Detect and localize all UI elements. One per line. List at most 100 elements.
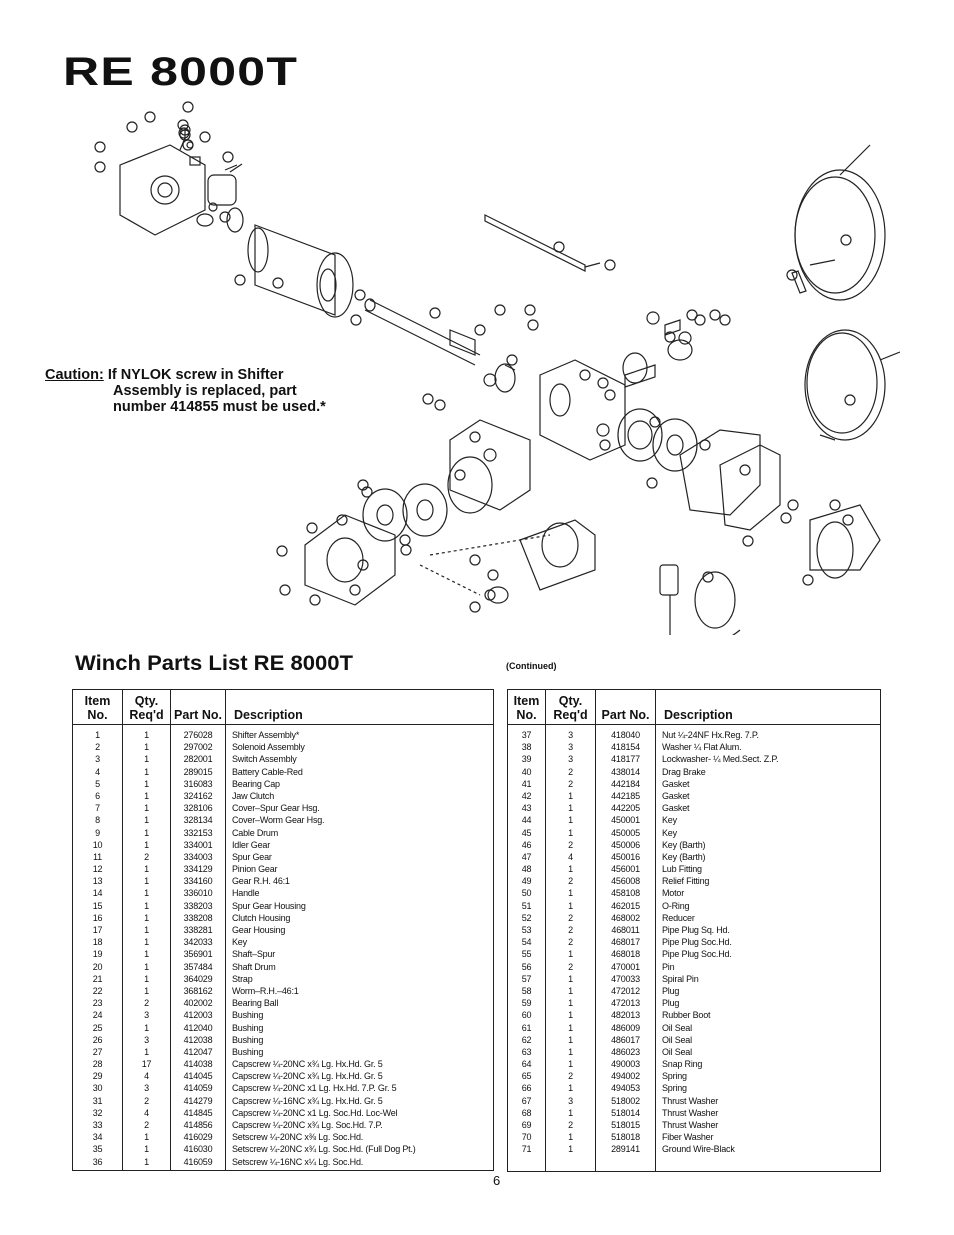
table-cell: 17 (141, 1059, 152, 1070)
table-cell: 39 (521, 754, 532, 765)
table-cell: Ground Wire-Black (662, 1144, 735, 1155)
table-cell: 468011 (611, 925, 640, 935)
table-cell: Pipe Plug Soc.Hd. (662, 937, 732, 948)
table-cell: 46 (521, 839, 532, 850)
table-cell: 71 (521, 1144, 532, 1155)
table-cell: Washer ¼ Flat Alum. (662, 742, 742, 753)
table-cell: 21 (92, 973, 103, 984)
table-cell: 416029 (183, 1132, 213, 1143)
table-cell: Oil Seal (662, 1046, 692, 1057)
table-cell: 1 (568, 1132, 573, 1143)
table-cell: 23 (92, 998, 103, 1009)
table-cell: 64 (521, 1059, 532, 1070)
table-cell: 2 (568, 839, 573, 850)
table-cell: 472013 (611, 998, 640, 1009)
table-cell: 470001 (611, 961, 640, 972)
table-cell: 40 (521, 766, 532, 777)
table-cell: 56 (521, 961, 532, 972)
table-cell: Spring (662, 1071, 687, 1082)
table-cell: 1 (144, 985, 149, 996)
table-cell: 1 (568, 1022, 573, 1033)
table-cell: Spiral Pin (662, 973, 699, 984)
table-cell: 54 (521, 937, 532, 948)
table-cell: 44 (521, 815, 532, 826)
table-cell: 3 (144, 1083, 149, 1094)
table-cell: 18 (92, 937, 103, 948)
table-cell: Capscrew ¼-20NC x¾ Lg. Hx.Hd. Gr. 5 (232, 1071, 383, 1082)
table-cell: Capscrew ¼-20NC x1 Lg. Soc.Hd. Loc-Wel (232, 1107, 398, 1118)
table-cell: 3 (568, 742, 573, 753)
table-cell: 43 (521, 803, 532, 814)
table-cell: 1 (568, 998, 573, 1009)
table-cell: 58 (521, 985, 532, 996)
table-cell: 38 (521, 742, 532, 753)
table-cell: 8 (95, 815, 100, 826)
table-cell: 357484 (183, 961, 213, 972)
table-cell: 518018 (611, 1132, 640, 1143)
table-cell: 53 (521, 925, 532, 935)
table-cell: 2 (568, 961, 573, 972)
table-cell: Shifter Assembly* (232, 730, 300, 740)
table-cell: 456001 (611, 864, 640, 875)
table-cell: Shaft–Spur (232, 949, 276, 960)
table-cell: 68 (521, 1107, 532, 1118)
table-cell: 1 (144, 961, 149, 972)
table-cell: 1 (95, 730, 100, 740)
table-cell: 3 (95, 754, 100, 765)
header-qty: Qty. Req'd (546, 690, 596, 724)
table-cell: 462015 (611, 900, 640, 911)
table-cell: Relief Fitting (662, 876, 710, 887)
table-cell: 450016 (611, 851, 640, 862)
header-part: Part No. (596, 690, 656, 724)
table-cell: 334001 (183, 839, 213, 850)
caution-line-2: Assembly is replaced, part (113, 383, 297, 399)
table-cell: Gear Housing (232, 925, 286, 935)
table-cell: Spur Gear (232, 851, 272, 862)
table-cell: 1 (568, 1144, 573, 1155)
table-cell: Thrust Washer (662, 1095, 719, 1106)
table-cell: 32 (92, 1107, 103, 1118)
table-cell: 50 (521, 888, 532, 899)
table-cell: 334160 (183, 876, 213, 887)
table-cell: 34 (92, 1132, 103, 1143)
table-cell: 24 (92, 1010, 103, 1021)
table-cell: 17 (92, 925, 103, 935)
caution-line-1: If NYLOK screw in Shifter (107, 367, 284, 383)
table-cell: 1 (144, 803, 149, 814)
table-cell: 1 (144, 925, 149, 935)
table-cell: 468018 (611, 949, 640, 960)
table-cell: Key (232, 937, 247, 948)
page-number: 6 (493, 1173, 501, 1188)
table-cell: 356901 (183, 949, 213, 960)
table-cell: 1 (144, 815, 149, 826)
table-cell: 334129 (183, 864, 213, 875)
table-cell: 61 (521, 1022, 532, 1033)
table-cell: 518002 (611, 1095, 640, 1106)
table-cell: Key (662, 827, 677, 838)
table-cell: 482013 (611, 1010, 640, 1021)
table-cell: 1 (144, 839, 149, 850)
table-cell: 2 (144, 851, 149, 862)
table-cell: 25 (92, 1022, 103, 1033)
table-cell: 1 (144, 864, 149, 875)
table-cell: 368162 (183, 985, 213, 996)
table-cell: 10 (92, 839, 103, 850)
table-cell: 22 (92, 985, 103, 996)
table-cell: 518015 (611, 1120, 640, 1130)
table-cell: Switch Assembly (232, 754, 297, 765)
table-cell: 1 (144, 937, 149, 948)
table-cell: Key (Barth) (662, 839, 706, 850)
table-cell: Fiber Washer (662, 1132, 714, 1143)
table-cell: 3 (568, 754, 573, 765)
table-cell: 316083 (183, 778, 213, 789)
table-cell: 2 (568, 876, 573, 887)
table-cell: Strap (232, 973, 253, 984)
table-cell: Gasket (662, 790, 690, 801)
table-cell: 66 (521, 1083, 532, 1094)
table-cell: 1 (568, 985, 573, 996)
table-cell: 416059 (183, 1156, 213, 1167)
